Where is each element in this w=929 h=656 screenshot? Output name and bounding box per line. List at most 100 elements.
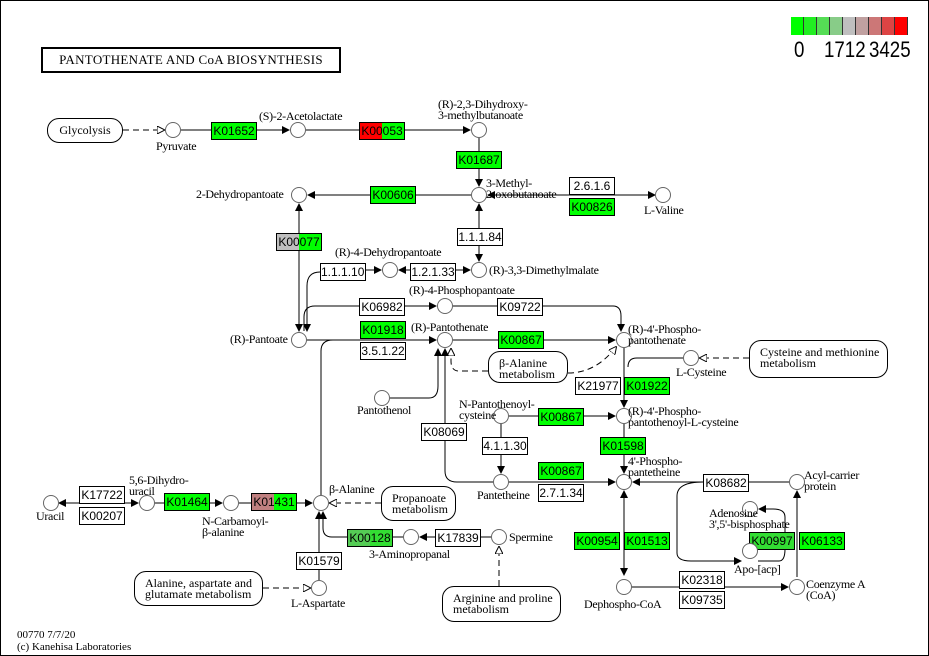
- compound-label-l-valine: L-Valine: [644, 203, 684, 217]
- gene-box-k00053[interactable]: K00053: [359, 122, 405, 140]
- gene-box-k01652[interactable]: K01652: [211, 122, 257, 140]
- compound-label-s-2-acetolactate: (S)-2-Acetolactate: [259, 109, 343, 123]
- gene-box-k00606[interactable]: K00606: [370, 186, 416, 204]
- compound-label-alanine: β-Alanine: [329, 482, 375, 496]
- pathway-link-glycolysis[interactable]: Glycolysis: [47, 118, 123, 143]
- legend-swatch: [882, 17, 895, 35]
- gene-box-k06133[interactable]: K06133: [799, 532, 845, 550]
- compound-r-2-3-dihydroxy-3-methylbutanoate[interactable]: [471, 122, 487, 138]
- compound-5-6-dihydro-uracil[interactable]: [139, 495, 155, 511]
- gene-box-3-5-1-22[interactable]: 3.5.1.22: [360, 342, 406, 360]
- gene-box-k01431[interactable]: K01431: [251, 493, 297, 511]
- gene-box-k00867[interactable]: K00867: [498, 331, 544, 349]
- gene-box-k00867[interactable]: K00867: [538, 408, 584, 426]
- compound-pantetheine[interactable]: [493, 474, 509, 490]
- gene-box-k08069[interactable]: K08069: [421, 423, 467, 441]
- compound-3-methyl-2-oxobutanoate[interactable]: [471, 187, 487, 203]
- legend-swatch: [843, 17, 856, 35]
- compound-apo-acp[interactable]: [742, 543, 758, 559]
- gene-box-k01598[interactable]: K01598: [600, 437, 646, 455]
- compound-pantothenol[interactable]: [374, 390, 390, 406]
- gene-label: K17722: [81, 488, 123, 502]
- gene-label: K06133: [801, 534, 843, 548]
- pathway-link-arginine-and-proline-metabolism[interactable]: Arginine and proline metabolism: [442, 586, 561, 622]
- gene-box-2-7-1-34[interactable]: 2.7.1.34: [538, 484, 584, 502]
- compound-n-pantothenoyl-cysteine[interactable]: [493, 408, 509, 424]
- gene-box-2-6-1-6[interactable]: 2.6.1.6: [569, 177, 615, 195]
- gene-box-1-2-1-33[interactable]: 1.2.1.33: [410, 263, 456, 281]
- pathway-title: PANTOTHENATE AND CoA BIOSYNTHESIS: [41, 47, 341, 73]
- legend-swatch: [895, 17, 908, 35]
- compound-2-dehydropantoate[interactable]: [291, 187, 307, 203]
- gene-label: K06982: [361, 300, 403, 314]
- gene-box-k00954[interactable]: K00954: [574, 532, 620, 550]
- gene-label: 3.5.1.22: [361, 344, 405, 358]
- gene-box-k17722[interactable]: K17722: [79, 486, 125, 504]
- compound-r-4-phospho-pantothenoyl-l-cysteine[interactable]: [616, 408, 632, 424]
- compound-l-cysteine[interactable]: [683, 350, 699, 366]
- compound-label-4-phospho-pantetheine: 4'-Phospho- pantetheine: [628, 454, 683, 479]
- gene-label: K21977: [577, 379, 619, 393]
- gene-box-k01687[interactable]: K01687: [456, 151, 502, 169]
- compound-label-r-3-3-dimethylmalate: (R)-3,3-Dimethylmalate: [489, 263, 599, 277]
- gene-box-k09735[interactable]: K09735: [679, 591, 725, 609]
- gene-box-1-1-1-84[interactable]: 1.1.1.84: [457, 228, 503, 246]
- compound-label-r-2-3-dihydroxy-3-methylbutanoate: (R)-2,3-Dihydroxy- 3-methylbutanoate: [438, 97, 528, 122]
- gene-box-k01579[interactable]: K01579: [296, 552, 342, 570]
- compound-label-r-4-phospho-pantothenate: (R)-4'-Phospho- pantothenate: [628, 322, 701, 347]
- gene-box-k17839[interactable]: K17839: [435, 529, 481, 547]
- compound-r-4-phospho-pantothenate[interactable]: [616, 332, 632, 348]
- pathway-link-alanine-metabolism[interactable]: β-Alanine metabolism: [488, 351, 568, 383]
- gene-box-k01918[interactable]: K01918: [360, 321, 406, 339]
- compound-n-carbamoyl-alanine[interactable]: [223, 495, 239, 511]
- pathway-link-propanoate-metabolism[interactable]: Propanoate metabolism: [381, 486, 456, 521]
- compound-l-valine[interactable]: [655, 187, 671, 203]
- gene-box-k02318[interactable]: K02318: [679, 571, 725, 589]
- gene-label: K00826: [571, 200, 613, 214]
- gene-box-k00077[interactable]: K00077: [276, 233, 322, 251]
- compound-r-4-phosphopantoate[interactable]: [437, 298, 453, 314]
- gene-box-k21977[interactable]: K21977: [575, 377, 621, 395]
- gene-label: K01922: [626, 379, 668, 393]
- compound-3-aminopropanal[interactable]: [403, 529, 419, 545]
- compound-acyl-carrier-protein[interactable]: [789, 474, 805, 490]
- pathway-link-alanine-aspartate-and-glutamate-metabolism[interactable]: Alanine, aspartate and glutamate metabol…: [134, 571, 263, 606]
- gene-box-k08682[interactable]: K08682: [703, 474, 749, 492]
- gene-box-k01513[interactable]: K01513: [624, 532, 670, 550]
- compound-r-3-3-dimethylmalate[interactable]: [471, 262, 487, 278]
- gene-label: K00077: [278, 235, 320, 249]
- compound-pyruvate[interactable]: [165, 122, 181, 138]
- compound-r-pantothenate[interactable]: [437, 332, 453, 348]
- gene-box-1-1-1-106[interactable]: 1.1.1.106: [320, 263, 366, 281]
- compound-s-2-acetolactate[interactable]: [290, 122, 306, 138]
- compound-dephospho-coa[interactable]: [616, 579, 632, 595]
- gene-box-k00207[interactable]: K00207: [79, 507, 125, 525]
- pathway-link-cysteine-and-methionine-metabolism[interactable]: Cysteine and methionine metabolism: [749, 340, 888, 378]
- compound-r-pantoate[interactable]: [291, 332, 307, 348]
- compound-r-4-dehydropantoate[interactable]: [382, 262, 398, 278]
- gene-box-k00867[interactable]: K00867: [538, 462, 584, 480]
- gene-label: K00867: [540, 464, 582, 478]
- gene-box-k01464[interactable]: K01464: [164, 493, 210, 511]
- gene-label: 4.1.1.30: [483, 439, 527, 453]
- gene-label: 2.6.1.6: [573, 179, 611, 193]
- compound-label-r-pantothenate: (R)-Pantothenate: [411, 320, 489, 334]
- gene-label: 1.1.1.106: [321, 265, 365, 279]
- compound-spermine[interactable]: [491, 529, 507, 545]
- compound-l-aspartate[interactable]: [311, 580, 327, 596]
- compound-adenosine-3-5-bisphosphate[interactable]: [742, 501, 758, 517]
- compound-coenzyme-a-coa[interactable]: [789, 579, 805, 595]
- gene-box-k09722[interactable]: K09722: [497, 298, 543, 316]
- legend-swatch: [791, 17, 804, 35]
- gene-box-k06982[interactable]: K06982: [359, 298, 405, 316]
- compound-alanine[interactable]: [313, 495, 329, 511]
- compound-uracil[interactable]: [43, 495, 59, 511]
- gene-box-k00826[interactable]: K00826: [569, 198, 615, 216]
- copyright: (c) Kanehisa Laboratories: [17, 641, 132, 653]
- gene-box-k01922[interactable]: K01922: [624, 377, 670, 395]
- compound-4-phospho-pantetheine[interactable]: [616, 474, 632, 490]
- gene-box-k00997[interactable]: K00997: [749, 532, 795, 550]
- compound-label-3-aminopropanal: 3-Aminopropanal: [369, 547, 450, 561]
- gene-box-k00128[interactable]: K00128: [347, 529, 393, 547]
- gene-box-4-1-1-30[interactable]: 4.1.1.30: [482, 437, 528, 455]
